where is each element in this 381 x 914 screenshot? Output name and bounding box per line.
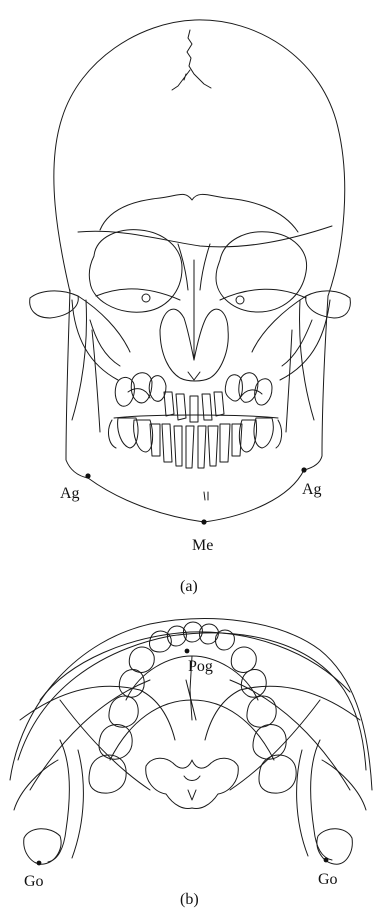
skull-arc-2 (18, 633, 366, 770)
foramen-magnum (146, 758, 239, 808)
ramus-left (72, 300, 100, 432)
cranial-suture (172, 30, 211, 90)
landmark-ag-right-label: Ag (302, 481, 322, 498)
landmark-ag-left-point (85, 473, 90, 478)
panel-b-landmarks (37, 649, 329, 866)
odontoid-marks (184, 776, 200, 800)
gonial-left (14, 760, 58, 810)
ramus-right-b (297, 740, 332, 860)
landmark-go-left-point (37, 861, 42, 866)
occlusal-line (114, 415, 278, 418)
caption-a: (a) (180, 578, 198, 595)
landmark-me-point (201, 519, 206, 524)
orbit-floor-left (96, 289, 180, 300)
panel-a-frontal-skull (30, 20, 351, 522)
landmark-pog-point (185, 649, 190, 654)
ramus-left-b (48, 740, 83, 862)
landmark-ag-left-label: Ag (60, 485, 80, 502)
zygoma-left (30, 291, 79, 318)
cranial-vault-outline (54, 20, 345, 296)
supraorbital-line (78, 226, 332, 247)
landmark-go-right-point (324, 858, 329, 863)
foramen-right (236, 296, 244, 304)
zygomatic-line-right (252, 296, 306, 352)
panel-b-submentovertex (10, 619, 372, 865)
caption-b: (b) (180, 891, 199, 908)
landmark-ag-right-point (301, 467, 306, 472)
frontal-contour-inner (100, 194, 298, 232)
orbit-left (89, 230, 182, 312)
condyle-right (317, 829, 352, 864)
mandible-outline (66, 290, 328, 522)
maxilla-inner (90, 320, 312, 366)
landmark-go-right-label: Go (318, 871, 338, 888)
lower-dentition (109, 418, 282, 468)
inner-palate-arc (110, 700, 274, 760)
symphysis-marks (204, 492, 208, 500)
landmark-pog-label: Pog (188, 658, 213, 675)
landmark-go-left-label: Go (24, 873, 44, 890)
landmark-me-label: Me (192, 537, 213, 554)
nasal-septum (188, 260, 200, 380)
foramen-left (142, 294, 150, 302)
gonial-right (322, 760, 366, 810)
